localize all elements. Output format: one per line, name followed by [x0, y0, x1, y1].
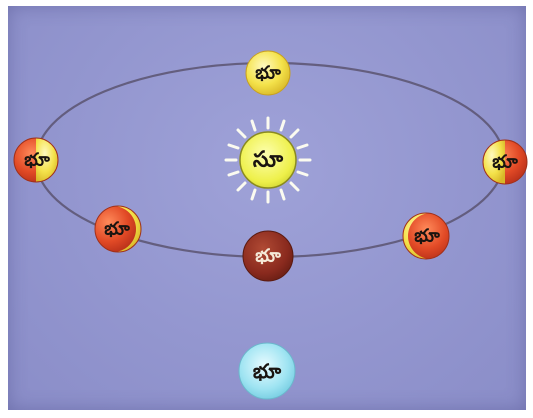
earth-bottom: భూ — [243, 231, 293, 281]
observer-earth: భూ — [239, 343, 295, 399]
earth-top: భూ — [246, 51, 290, 95]
observer-label: భూ — [253, 359, 282, 383]
earth-left-label: భూ — [24, 150, 50, 171]
earth-left: భూ — [14, 138, 58, 182]
earth-right: భూ — [483, 140, 527, 184]
earth-lower-left: భూ — [90, 206, 141, 252]
earth-bottom-label: భూ — [255, 246, 281, 267]
earth-top-label: భూ — [255, 63, 281, 84]
sun-icon: సూ — [226, 118, 310, 202]
earth-lower-right: భూ — [403, 213, 454, 259]
earth-lower-right-label: భూ — [414, 226, 440, 247]
earth-lower-left-label: భూ — [104, 219, 130, 240]
sun-label: సూ — [253, 148, 283, 173]
earth-right-label: భూ — [492, 152, 518, 173]
